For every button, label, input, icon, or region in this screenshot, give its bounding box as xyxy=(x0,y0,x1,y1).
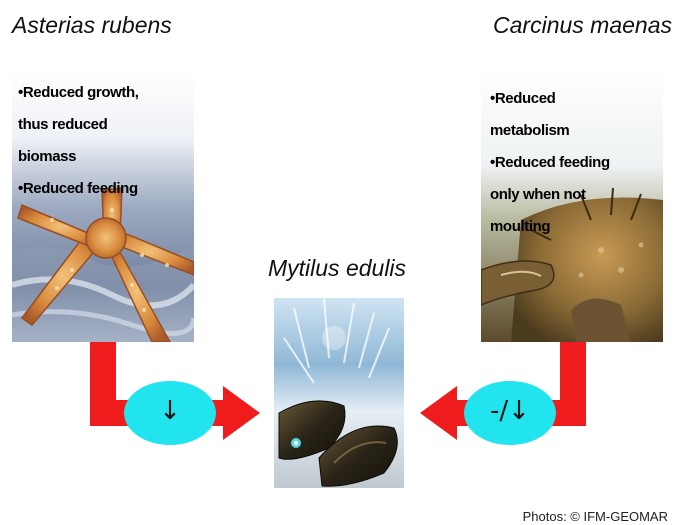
effect-label-right: -/↓ xyxy=(464,396,556,426)
photo-credit: Photos: © IFM-GEOMAR xyxy=(523,509,668,524)
effect-label-left: ↓ xyxy=(124,396,216,426)
